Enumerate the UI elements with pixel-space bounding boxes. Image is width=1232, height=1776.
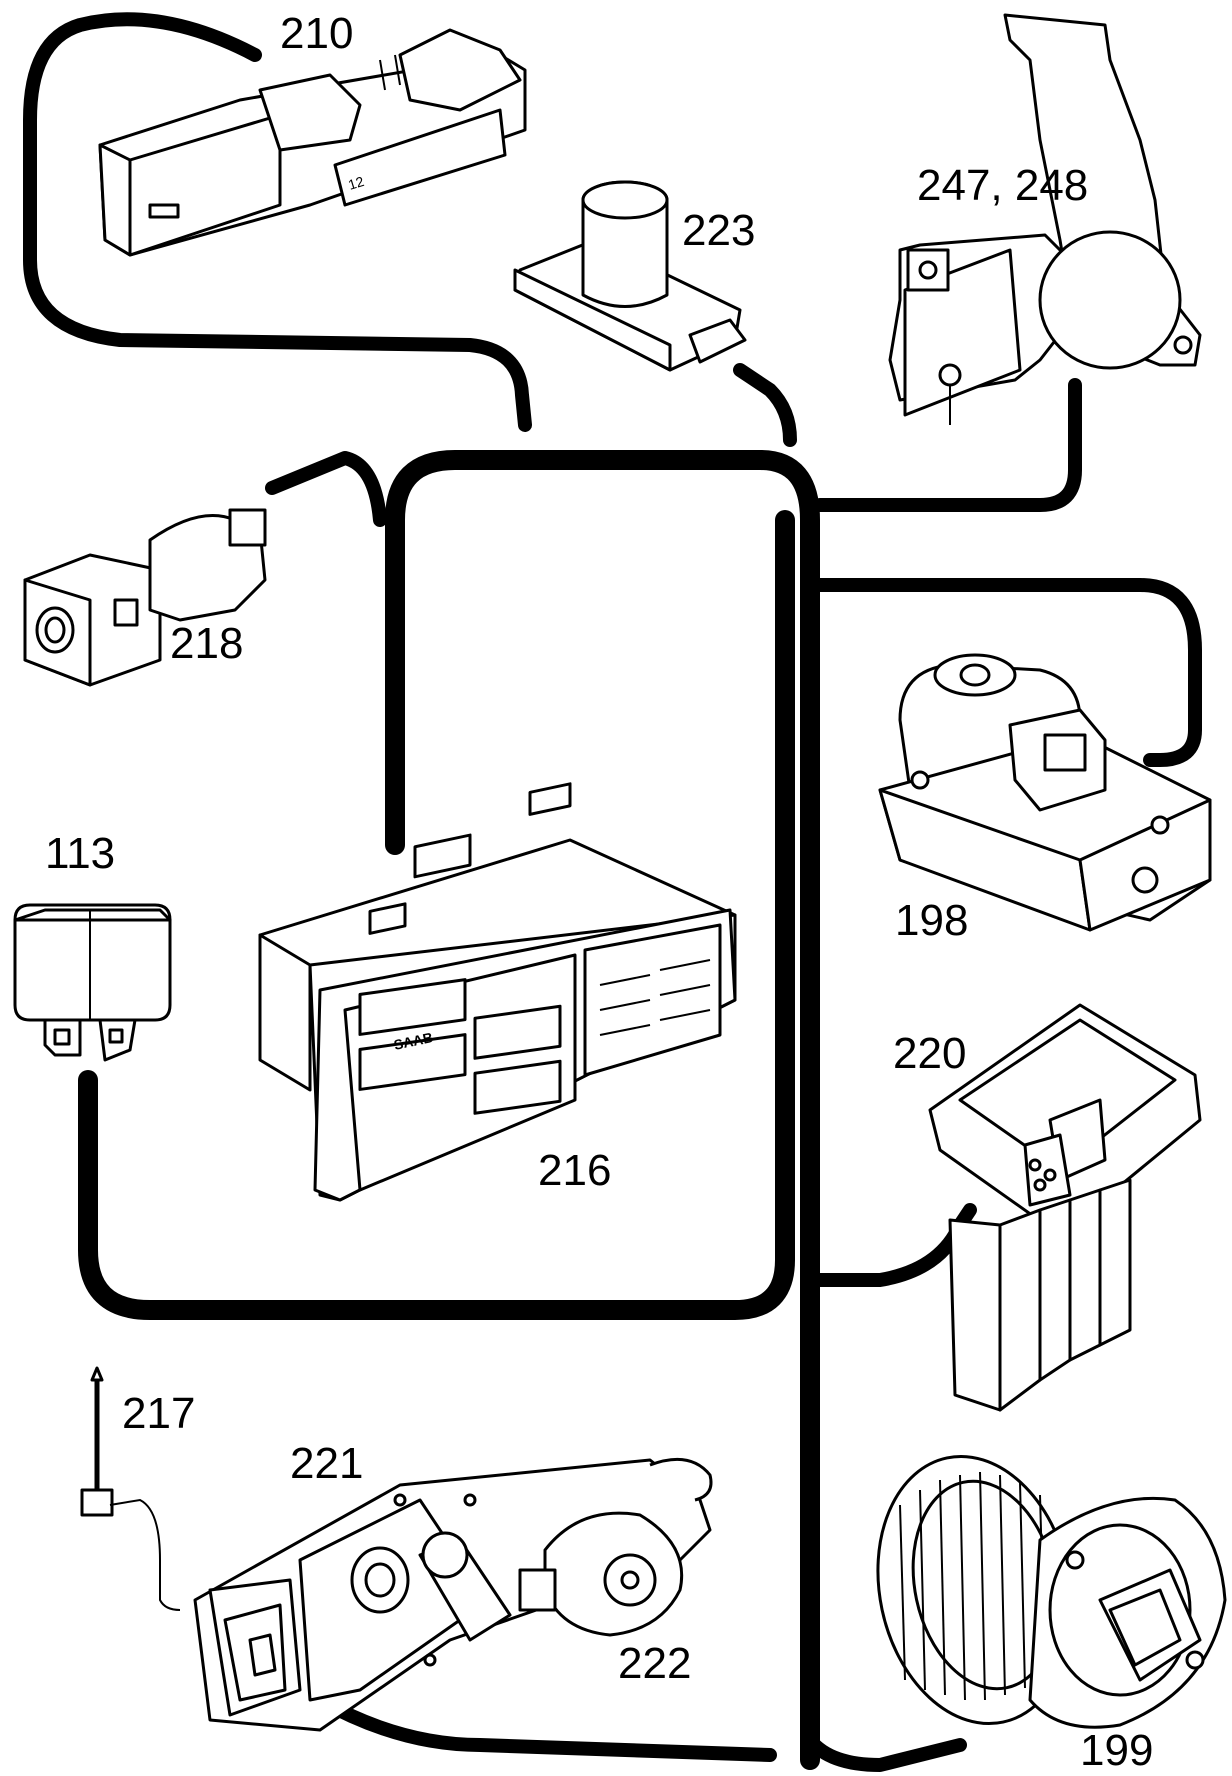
callout-labels: 210 223 247, 248 218 113 198 216 220 217… xyxy=(45,9,1153,1775)
harness-branch-221 xyxy=(313,1693,777,1762)
part-198-actuator xyxy=(878,653,1212,932)
part-221-222-damper-assembly xyxy=(193,1457,713,1732)
callout-223: 223 xyxy=(682,206,755,255)
callout-222: 222 xyxy=(618,1639,691,1688)
callout-220: 220 xyxy=(893,1029,966,1078)
harness-main-loop xyxy=(385,450,820,1770)
part-220-resistor xyxy=(928,1003,1202,1412)
callout-216: 216 xyxy=(538,1146,611,1195)
part-113-relay xyxy=(13,903,172,1062)
harness-branch-198 xyxy=(813,578,1202,767)
wiring-harness xyxy=(23,12,1202,1772)
part-223-valve xyxy=(513,180,747,372)
part-218-switch xyxy=(23,508,267,687)
part-247-248-damper-motor xyxy=(888,13,1202,425)
harness-branch-218 xyxy=(265,451,387,527)
callout-210: 210 xyxy=(280,9,353,58)
sensor-text: 12 xyxy=(346,173,366,193)
callout-199: 199 xyxy=(1080,1726,1153,1775)
callout-113: 113 xyxy=(45,829,115,878)
harness-branch-113 xyxy=(78,510,795,1320)
callout-218: 218 xyxy=(170,619,243,668)
harness-branch-247 xyxy=(813,378,1082,512)
part-217-temp-sensor xyxy=(80,1366,181,1611)
callout-198: 198 xyxy=(895,896,968,945)
callout-217: 217 xyxy=(122,1389,195,1438)
part-199-blower-fan xyxy=(876,1454,1227,1729)
part-210-control-unit: 12 xyxy=(98,28,527,257)
harness-branch-223 xyxy=(733,363,797,447)
callout-247-248: 247, 248 xyxy=(917,161,1088,210)
part-216-control-panel: SAAB xyxy=(258,782,737,1202)
callout-221: 221 xyxy=(290,1439,363,1488)
harness-branch-199 xyxy=(803,1733,967,1772)
harness-branch-210 xyxy=(23,12,532,432)
harness-branch-220 xyxy=(813,1203,977,1287)
